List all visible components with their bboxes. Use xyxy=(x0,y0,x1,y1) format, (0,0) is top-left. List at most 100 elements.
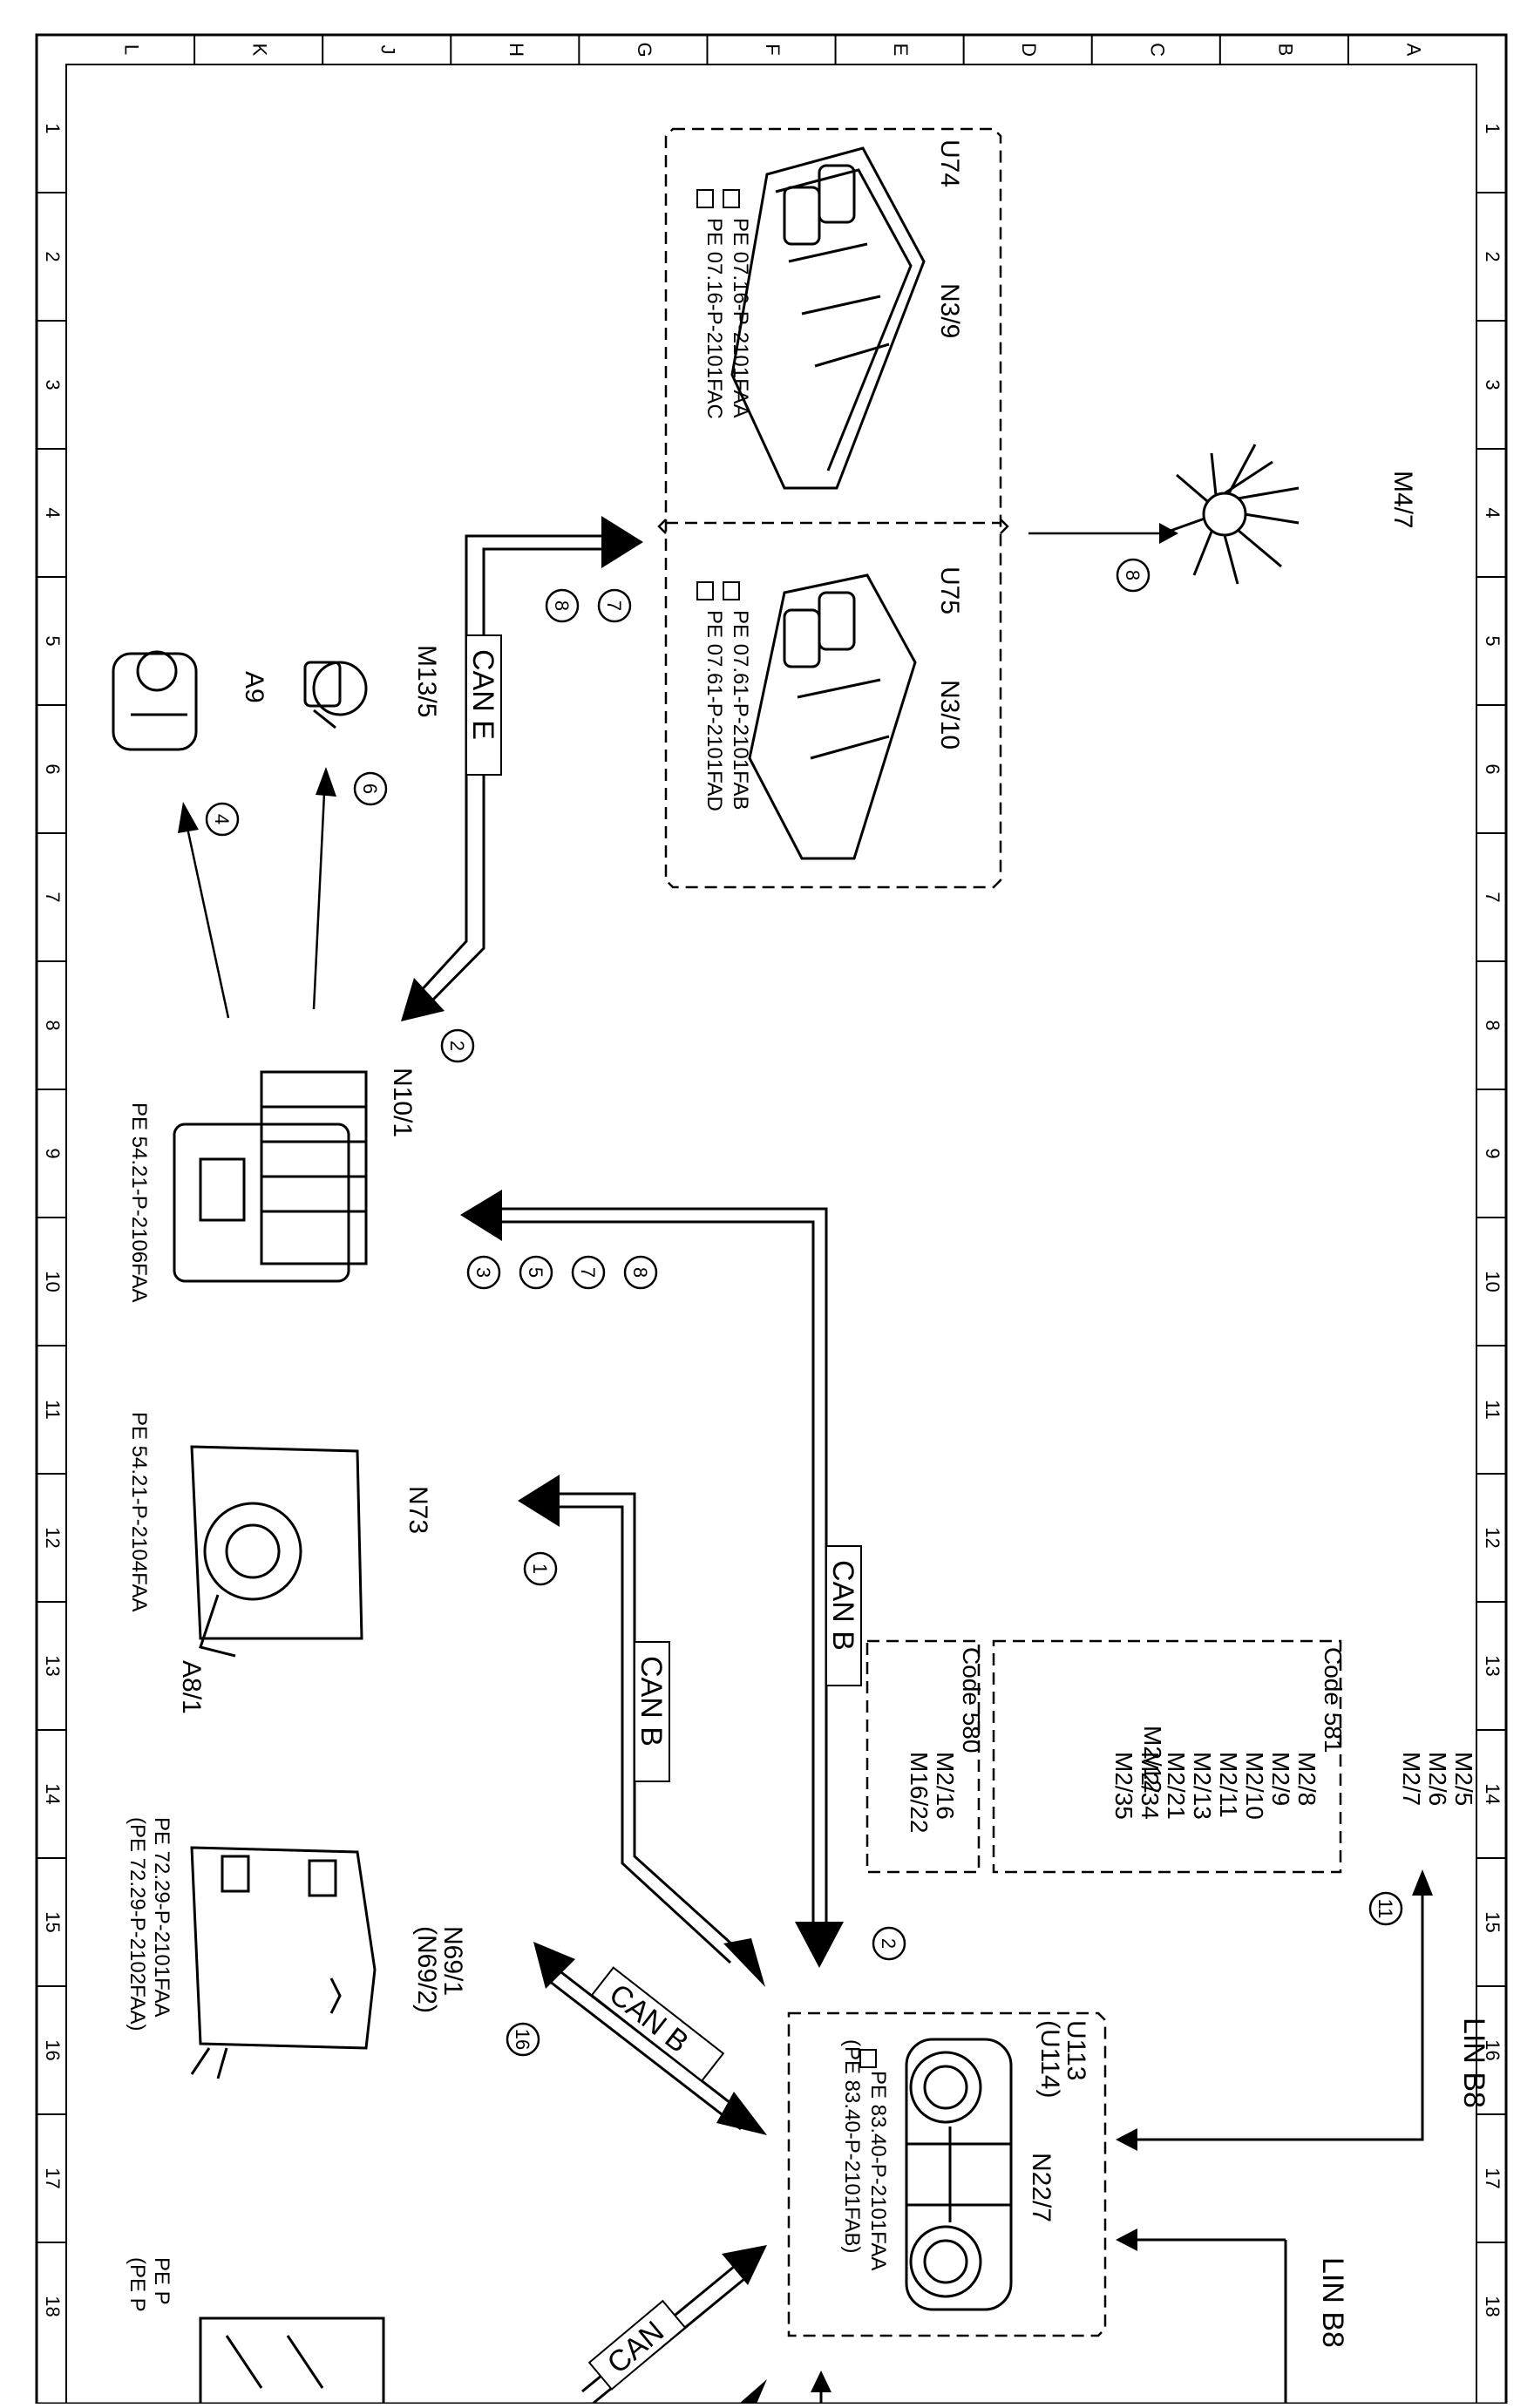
circled-number: 8 xyxy=(545,588,580,623)
svg-text:5: 5 xyxy=(1482,635,1503,646)
door-module-n69-icon xyxy=(190,1846,377,2079)
code-list-text: M2/8 xyxy=(1293,1752,1320,1806)
code-list-text: M2/9 xyxy=(1267,1752,1294,1806)
svg-text:M2/10: M2/10 xyxy=(1241,1752,1268,1820)
grid-row-label: 18 xyxy=(42,2296,64,2316)
partial-ref-1: PE P xyxy=(150,2257,173,2305)
code-list-text: M2/21 xyxy=(1163,1752,1190,1820)
code-list-text: M2/16 xyxy=(932,1752,959,1820)
svg-text:CAN B: CAN B xyxy=(603,1977,695,2059)
svg-text:M2/21: M2/21 xyxy=(1163,1752,1190,1820)
svg-text:J: J xyxy=(377,45,399,55)
code-list-text: M2/10 xyxy=(1241,1752,1268,1820)
svg-text:M2/16: M2/16 xyxy=(932,1752,959,1820)
module-n10-1-icon xyxy=(173,1070,368,1283)
grid-row-label: 9 xyxy=(42,1148,64,1158)
can-b-tag-1: CAN B xyxy=(825,1545,862,1686)
grid-row-label: 1 xyxy=(42,123,64,133)
n10-1-label: N10/1 xyxy=(388,1068,417,1137)
svg-text:7: 7 xyxy=(42,892,64,902)
svg-text:5: 5 xyxy=(42,635,64,646)
svg-text:2: 2 xyxy=(878,1938,899,1949)
grid-row-label: 8 xyxy=(1482,1020,1503,1030)
grid-row-label: 9 xyxy=(1482,1148,1503,1158)
a9-label: A9 xyxy=(240,671,268,703)
svg-text:4: 4 xyxy=(1482,507,1503,518)
n10-1-ref: PE 54.21-P-2106FAA xyxy=(127,1102,151,1302)
manual-reference-icon xyxy=(696,189,740,600)
circled-number: 7 xyxy=(571,1255,606,1290)
grid-row-label: 12 xyxy=(1482,1527,1503,1548)
can-e-arrow-head-right xyxy=(601,516,643,568)
svg-text:M16/22: M16/22 xyxy=(906,1752,933,1833)
circled-number: 11 xyxy=(1368,1891,1403,1926)
svg-text:D: D xyxy=(1018,43,1040,57)
svg-text:M2/12: M2/12 xyxy=(1139,1726,1166,1794)
code-list-text: M2/34 xyxy=(1137,1752,1164,1820)
svg-text:M2/7: M2/7 xyxy=(1398,1752,1425,1806)
svg-text:2: 2 xyxy=(1482,251,1503,261)
svg-text:M2/6: M2/6 xyxy=(1424,1752,1451,1806)
code-list-text: Code 581 xyxy=(1320,1647,1347,1753)
svg-text:1: 1 xyxy=(529,1564,551,1574)
grid-column-label: E xyxy=(890,44,912,57)
grid-row-label: 15 xyxy=(42,1911,64,1932)
code-list-text: M2/35 xyxy=(1110,1752,1137,1820)
grid-column-label: J xyxy=(377,45,399,55)
svg-text:K: K xyxy=(249,44,271,57)
climate-control-n22-7-group: U113 (U114) N22/7 PE 83.40-P-2101FAA (PE… xyxy=(787,2011,1107,2337)
u75-ref-2: PE 07.61-P-2101FAD xyxy=(703,610,726,811)
svg-text:M2/11: M2/11 xyxy=(1215,1752,1242,1818)
circled-number: 8 xyxy=(623,1255,658,1290)
grid-row-label: 13 xyxy=(42,1655,64,1676)
svg-text:13: 13 xyxy=(1482,1655,1503,1676)
diagram-frame xyxy=(35,33,1508,2405)
grid-column-label: L xyxy=(121,44,143,55)
component-a9-icon xyxy=(112,650,198,751)
grid-row-label: 16 xyxy=(42,2039,64,2060)
grid-row-label: 16 xyxy=(1482,2039,1503,2060)
svg-text:3: 3 xyxy=(1482,379,1503,390)
grid-row-label: 17 xyxy=(42,2167,64,2188)
svg-text:11: 11 xyxy=(42,1400,64,1420)
engine-control-unit-n3-10-icon xyxy=(748,573,917,860)
grid-row-label: 5 xyxy=(42,635,64,646)
grid-row-label: 14 xyxy=(1482,1783,1503,1804)
grid-row-label: 6 xyxy=(1482,763,1503,774)
svg-text:F: F xyxy=(762,44,784,55)
u114-label: (U114) xyxy=(1035,2020,1064,2098)
grid-row-label: 15 xyxy=(1482,1911,1503,1932)
can-b-n69-line xyxy=(548,1968,750,2131)
grid-row-label: 2 xyxy=(1482,251,1503,261)
code-list-text: Code 580 xyxy=(958,1647,985,1753)
svg-text:2: 2 xyxy=(42,251,64,261)
svg-text:8: 8 xyxy=(551,600,573,611)
circled-number: 7 xyxy=(597,588,632,623)
grid-column-ticks xyxy=(193,35,1349,64)
grid-row-label: 3 xyxy=(1482,379,1503,390)
svg-text:11: 11 xyxy=(1482,1400,1503,1420)
svg-text:18: 18 xyxy=(42,2296,64,2316)
svg-text:E: E xyxy=(890,44,912,57)
grid-row-label: 6 xyxy=(42,763,64,774)
svg-text:16: 16 xyxy=(42,2039,64,2060)
grid-row-label: 13 xyxy=(1482,1655,1503,1676)
grid-row-label: 14 xyxy=(42,1783,64,1804)
svg-text:H: H xyxy=(506,43,527,57)
grid-row-label: 8 xyxy=(42,1020,64,1030)
n73-label: N73 xyxy=(404,1486,432,1534)
svg-text:M2/8: M2/8 xyxy=(1293,1752,1320,1806)
code-list-text: M2/12 xyxy=(1139,1726,1166,1794)
grid-column-label: D xyxy=(1018,43,1040,57)
svg-text:L: L xyxy=(121,44,143,55)
grid-column-label: H xyxy=(506,43,527,57)
svg-text:9: 9 xyxy=(1482,1148,1503,1158)
m4-7-label: M4/7 xyxy=(1388,471,1417,529)
code-list-text: M2/7 xyxy=(1398,1752,1425,1806)
can-e-bus-tag: CAN E xyxy=(465,634,502,776)
